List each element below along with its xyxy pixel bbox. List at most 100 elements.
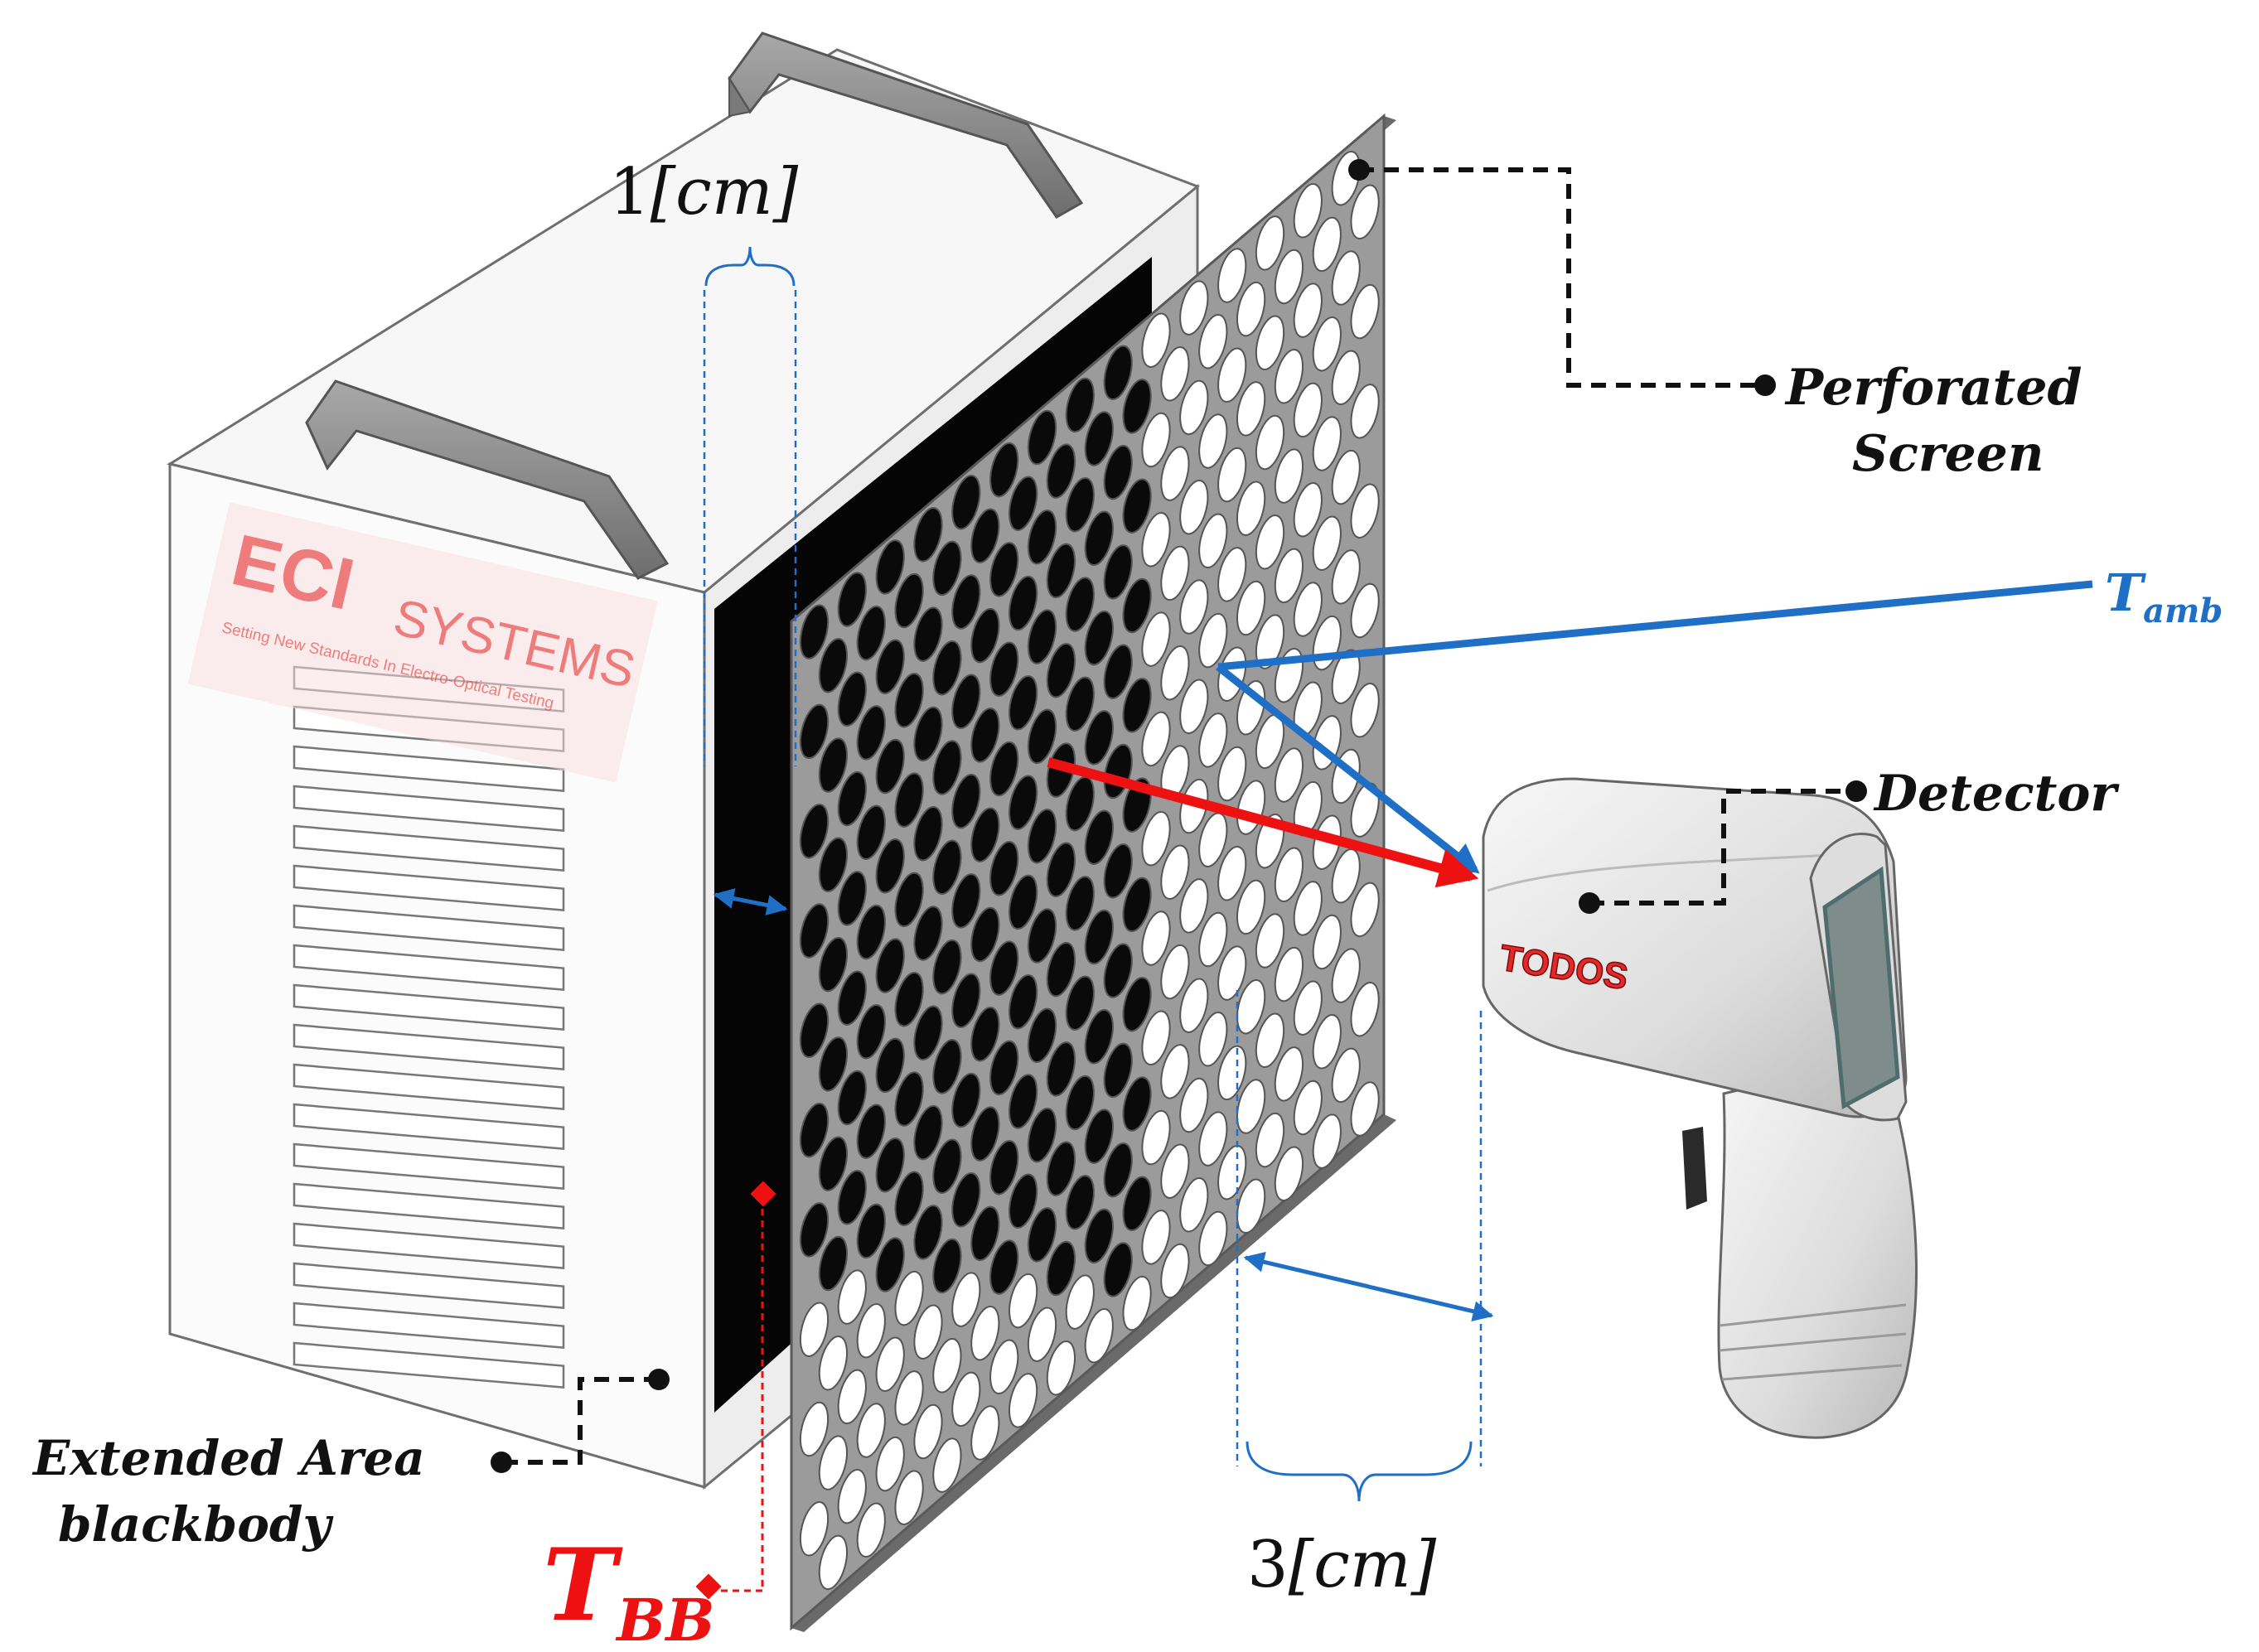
screen-hole	[1217, 746, 1247, 802]
screen-hole	[1103, 943, 1133, 998]
detector-leader	[1589, 789, 1856, 906]
screen-hole	[1122, 976, 1152, 1032]
screen-hole	[1350, 384, 1380, 439]
screen-hole	[875, 539, 905, 595]
screen-hole	[970, 1205, 1000, 1262]
screen-hole	[799, 1501, 830, 1557]
screen-hole	[1160, 1143, 1190, 1199]
vent-slot	[293, 1302, 565, 1349]
screen-hole	[1293, 1080, 1323, 1136]
screen-hole	[1350, 483, 1380, 539]
screen-hole	[1312, 316, 1342, 372]
screen-hole	[856, 1203, 886, 1259]
screen-hole	[1027, 908, 1057, 964]
screen-hole	[856, 904, 886, 960]
screen-hole	[894, 1270, 924, 1326]
screen-hole	[1008, 1173, 1038, 1229]
screen-hole	[1217, 1144, 1247, 1200]
vent-slot	[293, 1341, 565, 1389]
blackbody-label-line1: Extended Area	[31, 1430, 425, 1486]
detector-display	[1822, 866, 1900, 1109]
screen-hole	[1236, 879, 1266, 935]
screen-hole	[932, 1437, 962, 1493]
ambient-ray-arrow	[1216, 664, 1480, 874]
screen-hole	[1084, 1009, 1114, 1065]
screen-hole	[913, 1205, 943, 1260]
screen-hole	[932, 1138, 962, 1194]
vent-slot	[293, 864, 565, 911]
screen-hole	[1198, 612, 1228, 669]
perforated-screen-leader-dot-end	[1754, 374, 1776, 396]
screen-hole	[1027, 808, 1057, 864]
screen-hole	[989, 641, 1019, 697]
screen-hole	[1274, 249, 1304, 305]
screen-hole	[1046, 1141, 1076, 1196]
detector-label: Detector	[1873, 765, 2120, 823]
screen-hole	[913, 507, 943, 563]
screen-hole	[1331, 250, 1361, 306]
screen-hole	[951, 474, 981, 530]
screen-hole	[1179, 1077, 1209, 1133]
screen-hole	[970, 708, 1000, 763]
screen-hole	[1103, 1242, 1133, 1297]
t-amb-label: Tamb	[2105, 563, 2223, 630]
screen-hole	[1046, 1240, 1076, 1297]
screen-hole	[951, 1371, 981, 1427]
screen-hole	[1274, 1046, 1304, 1102]
screen-hole	[1141, 1109, 1171, 1166]
screen-hole	[951, 1072, 981, 1128]
t-amb-main: T	[2105, 563, 2146, 623]
screen-hole	[837, 871, 867, 926]
screen-hole	[1255, 913, 1285, 968]
screen-hole	[932, 1238, 962, 1294]
perforated-screen-label-line2: Screen	[1852, 425, 2044, 483]
screen-hole	[1274, 448, 1304, 504]
vent-slot	[293, 904, 565, 951]
dim-1cm-brace	[704, 246, 796, 287]
screen-hole	[1274, 847, 1304, 903]
screen-hole	[875, 1137, 905, 1193]
screen-hole	[1122, 877, 1152, 933]
screen-hole	[856, 605, 886, 661]
screen-hole	[799, 1002, 830, 1059]
vent-slot	[293, 983, 565, 1031]
screen-hole	[989, 442, 1019, 498]
screen-hole	[970, 1106, 1000, 1162]
dimension-1cm: 1[cm]	[609, 155, 799, 915]
screen-hole	[1122, 379, 1152, 434]
screen-hole	[951, 574, 981, 630]
screen-hole	[932, 540, 962, 597]
screen-hole	[1065, 876, 1095, 931]
screen-hole	[1065, 1274, 1095, 1330]
detector-device: TODOS	[1482, 777, 1918, 1439]
screen-hole	[856, 1302, 886, 1359]
screen-hole	[894, 971, 924, 1027]
vent-slot	[293, 1063, 565, 1110]
vent-slot	[293, 1222, 565, 1269]
screen-hole	[1255, 215, 1285, 271]
screen-hole	[875, 738, 905, 795]
screen-hole	[1236, 580, 1266, 636]
screen-hole	[913, 606, 943, 662]
screen-hole	[1217, 945, 1247, 1001]
blackbody-leader-dot-start	[648, 1369, 670, 1390]
t-amb-reference-line	[1217, 580, 2093, 671]
screen-hole	[970, 1007, 1000, 1062]
screen-hole	[1179, 579, 1209, 635]
screen-hole	[1008, 476, 1038, 531]
screen-hole	[951, 873, 981, 929]
dimension-3cm: 3[cm]	[1236, 990, 1494, 1602]
screen-hole	[1179, 280, 1209, 336]
screen-hole	[837, 1070, 867, 1126]
screen-hole	[1198, 712, 1228, 768]
screen-hole	[1103, 1142, 1133, 1198]
screen-hole	[856, 1502, 886, 1558]
screen-hole	[818, 1336, 849, 1391]
screen-hole	[1179, 978, 1209, 1033]
screen-hole	[1274, 1146, 1304, 1201]
screen-hole	[1274, 747, 1304, 803]
t-bb-label: TBB	[543, 1527, 715, 1652]
screen-hole	[1312, 416, 1342, 471]
screen-hole	[970, 607, 1000, 664]
screen-hole	[1255, 514, 1285, 570]
